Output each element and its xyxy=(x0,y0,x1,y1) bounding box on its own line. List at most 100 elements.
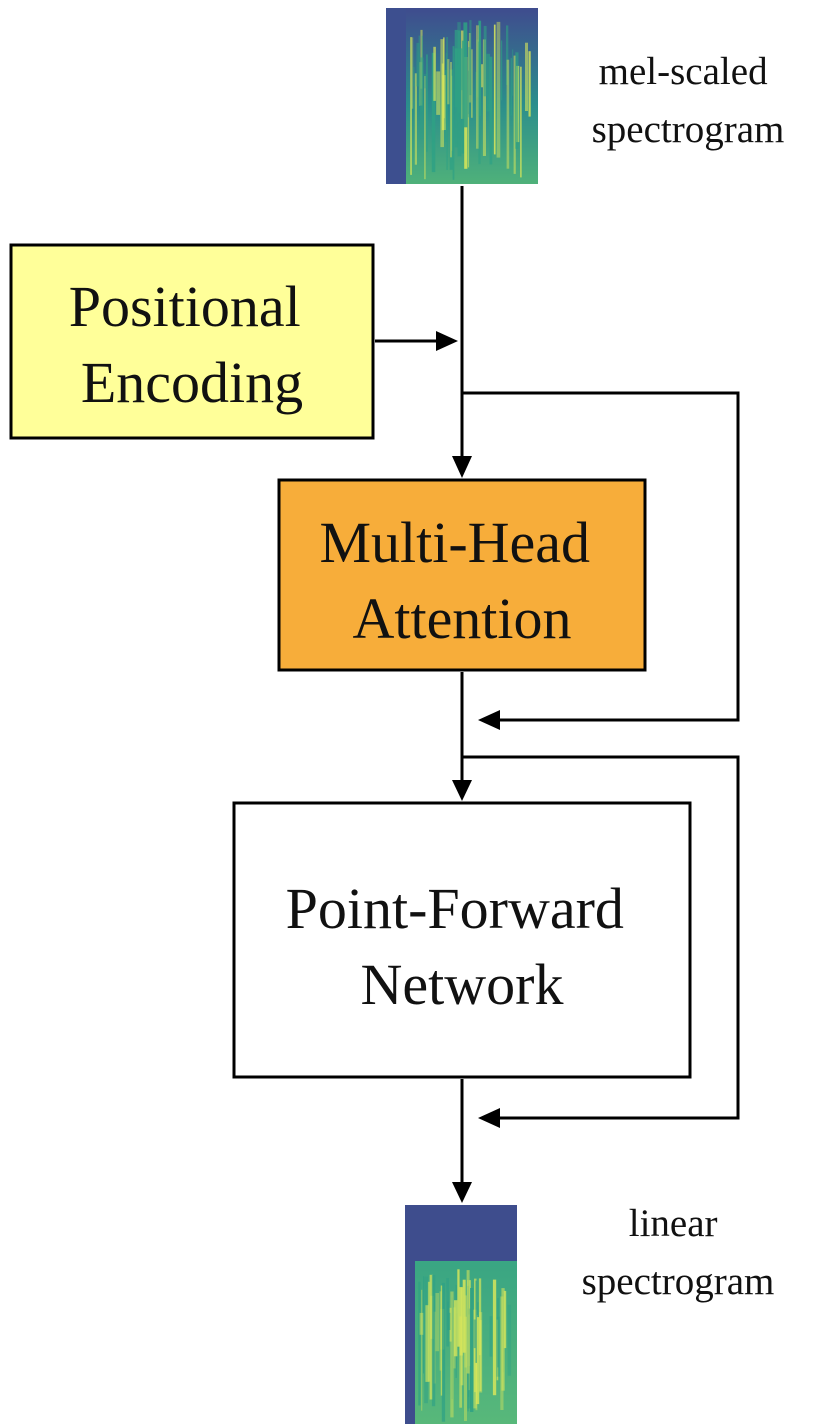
arrowhead-residual-2 xyxy=(478,1108,500,1128)
spectrogram-streak xyxy=(492,1279,497,1396)
spectrogram-streak xyxy=(421,35,423,112)
spectrogram-streak xyxy=(452,46,455,180)
spectrogram-streak xyxy=(433,46,436,101)
spectrogram-streak xyxy=(410,37,412,175)
arrowhead-positional-encoding xyxy=(436,331,458,351)
arrowhead-into-attention xyxy=(452,456,472,478)
spectrogram-streak xyxy=(418,35,420,105)
spectrogram-streak xyxy=(493,24,496,155)
spectrogram-streak xyxy=(475,1280,477,1363)
spectrogram-streak xyxy=(423,73,427,89)
spectrogram-streak xyxy=(503,1290,507,1349)
spectrogram-streak xyxy=(435,1293,440,1352)
spectrogram-streak xyxy=(467,47,471,118)
spectrogram-streak xyxy=(440,39,444,148)
spectrogram-streak xyxy=(489,56,493,165)
spectrogram-streak xyxy=(469,20,472,96)
spectrogram-streak xyxy=(513,55,516,174)
mel-spectrogram-image xyxy=(386,8,538,184)
spectrogram-streak xyxy=(431,52,436,173)
output-label: linear spectrogram xyxy=(582,1202,775,1303)
spectrogram-streak xyxy=(473,1309,477,1409)
spectrogram-streak xyxy=(496,1316,500,1377)
spectrogram-streak xyxy=(520,66,522,178)
linear-spectrogram-image xyxy=(405,1205,517,1424)
spectrogram-streak xyxy=(453,1300,458,1357)
spectrogram-streak xyxy=(464,1295,467,1368)
spectrogram-streak xyxy=(478,1278,482,1356)
spectrogram-streak xyxy=(436,71,441,115)
input-label: mel-scaled spectrogram xyxy=(592,50,785,151)
spectrogram-streak xyxy=(470,1288,474,1412)
positional-encoding-label: Positional Encoding xyxy=(69,274,316,415)
spectrogram-streak xyxy=(486,53,490,112)
arrowhead-into-ffn xyxy=(452,780,472,801)
spectrogram-streak xyxy=(515,52,519,149)
spectrogram-streak xyxy=(475,71,477,115)
spectrogram-streak xyxy=(510,58,512,116)
spectrogram-streak xyxy=(512,49,514,96)
arrowhead-residual-1 xyxy=(478,710,500,730)
spectrogram-streak xyxy=(464,1316,467,1421)
spectrogram-streak xyxy=(466,1270,470,1374)
spectrogram-streak xyxy=(431,1275,436,1407)
spectrogram-streak xyxy=(446,1278,449,1347)
spectrogram-streak xyxy=(424,76,426,180)
spectrogram-streak xyxy=(427,1281,431,1382)
spectrogram-streak xyxy=(528,51,531,117)
spectrogram-streak xyxy=(525,42,528,112)
residual-connection-1 xyxy=(462,391,740,722)
spectrogram-streak xyxy=(489,1316,493,1357)
spectrogram-streak xyxy=(416,42,420,87)
spectrogram-streak xyxy=(467,70,469,115)
spectrogram-streak xyxy=(475,1317,480,1405)
spectrogram-streak xyxy=(482,39,486,156)
spectrogram-streak xyxy=(457,1269,460,1347)
spectrogram-streak xyxy=(478,41,481,165)
spectrogram-streak xyxy=(449,1307,452,1342)
spectrogram-streak xyxy=(479,1320,482,1392)
spectrogram-streak xyxy=(429,1274,433,1400)
spectrogram-streak xyxy=(450,62,452,158)
spectrogram-streak xyxy=(445,52,447,124)
positional-encoding-box xyxy=(9,243,375,440)
spectrogram-streak xyxy=(457,48,462,157)
spectrogram-streak xyxy=(413,67,415,87)
spectrogram-streak xyxy=(447,59,450,105)
spectrogram-streak xyxy=(497,1298,499,1368)
arrowhead-into-output xyxy=(452,1182,472,1203)
spectrogram-streak xyxy=(506,59,510,169)
spectrogram-streak xyxy=(421,1289,423,1411)
point-forward-network-label: Point-Forward Network xyxy=(286,876,639,1017)
spectrogram-streak xyxy=(480,64,483,88)
spectrogram-streak xyxy=(479,1312,483,1393)
spectrogram-streak xyxy=(418,1281,421,1406)
spectrogram-streak xyxy=(462,1279,466,1353)
spectrogram-streak xyxy=(414,73,417,165)
spectrogram-streak xyxy=(501,1288,505,1391)
spectrogram-streak xyxy=(476,39,480,98)
point-forward-network-box xyxy=(232,801,692,1079)
spectrogram-streak xyxy=(423,1276,424,1374)
spectrogram-streak xyxy=(419,1312,424,1335)
spectrogram-streak xyxy=(454,29,458,148)
connectors xyxy=(375,186,740,1203)
spectrogram-streak xyxy=(411,37,414,109)
spectrogram-streak xyxy=(463,22,468,128)
spectrogram-streak xyxy=(467,41,470,168)
spectrogram-streak xyxy=(459,1287,463,1356)
residual-connection-2 xyxy=(462,755,740,1120)
spectrogram-streak xyxy=(476,25,479,149)
multi-head-attention-box xyxy=(277,478,647,672)
multi-head-attention-label: Multi-Head Attention xyxy=(319,510,604,651)
spectrogram-streak xyxy=(471,49,473,118)
spectrogram-streak xyxy=(451,1297,453,1399)
spectrogram-streak xyxy=(506,25,509,85)
spectrogram-streak xyxy=(450,1291,454,1418)
spectrogram-streak xyxy=(441,1282,446,1422)
spectrogram-streak xyxy=(468,33,471,103)
spectrogram-streak xyxy=(501,40,503,101)
spectrogram-streak xyxy=(425,1305,429,1382)
spectrogram-streak xyxy=(426,54,428,152)
